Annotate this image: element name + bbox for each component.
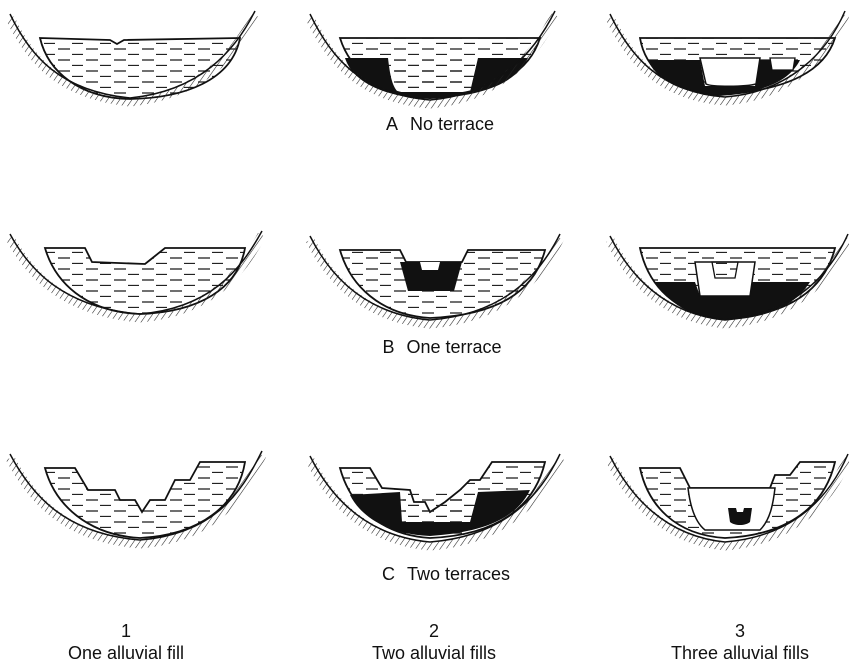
section-c3 <box>610 454 848 546</box>
row-label-b: B One terrace <box>382 337 501 358</box>
row-label-a: A No terrace <box>386 114 494 135</box>
section-c2 <box>310 454 560 546</box>
section-b3 <box>610 234 848 324</box>
row-letter: A <box>386 114 398 135</box>
row-title: One terrace <box>406 337 501 357</box>
column-label-3: 3 Three alluvial fills <box>671 620 809 664</box>
row-letter: C <box>382 564 395 585</box>
section-a3 <box>610 11 845 101</box>
row-label-c: C Two terraces <box>382 564 510 585</box>
section-a1 <box>10 11 255 102</box>
column-title: Three alluvial fills <box>671 642 809 664</box>
section-a2 <box>310 11 555 104</box>
section-c1 <box>10 451 262 544</box>
column-number: 3 <box>671 620 809 642</box>
section-b1 <box>10 231 262 318</box>
row-letter: B <box>382 337 394 358</box>
column-label-2: 2 Two alluvial fills <box>372 620 496 664</box>
row-title: Two terraces <box>407 564 510 584</box>
column-label-1: 1 One alluvial fill <box>68 620 184 664</box>
row-title: No terrace <box>410 114 494 134</box>
column-number: 1 <box>68 620 184 642</box>
column-number: 2 <box>372 620 496 642</box>
column-title: Two alluvial fills <box>372 642 496 664</box>
column-title: One alluvial fill <box>68 642 184 664</box>
section-b2 <box>310 234 560 324</box>
